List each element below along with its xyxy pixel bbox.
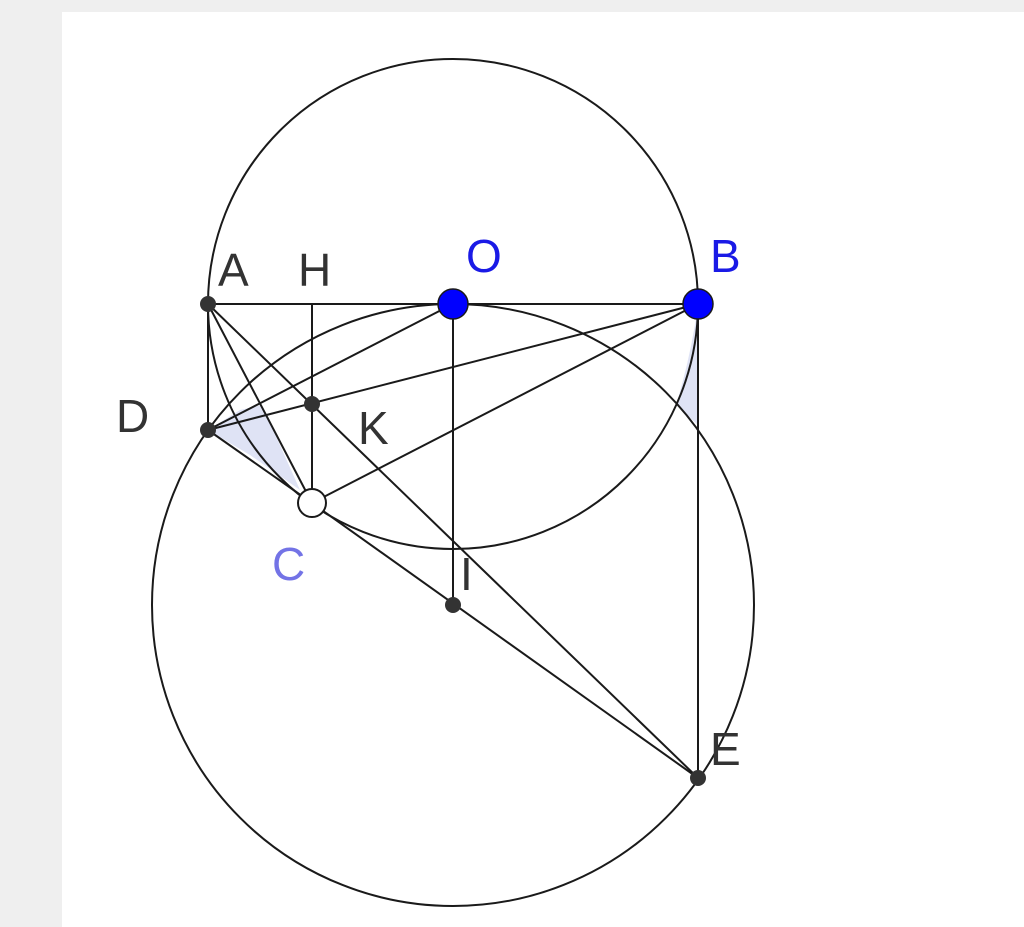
label-a: A: [218, 244, 249, 296]
point-i[interactable]: [445, 597, 461, 613]
label-o: O: [466, 230, 502, 282]
segment-do: [207, 303, 454, 431]
point-e[interactable]: [690, 770, 706, 786]
label-d: D: [116, 390, 149, 442]
label-h: H: [298, 244, 331, 296]
drawing-canvas: [62, 12, 1024, 927]
point-c[interactable]: [297, 488, 327, 518]
point-a[interactable]: [200, 296, 216, 312]
label-i: I: [460, 548, 473, 600]
label-e: E: [710, 723, 741, 775]
point-o[interactable]: [437, 288, 469, 320]
segment-ce: [311, 502, 699, 779]
label-b: B: [710, 230, 741, 282]
label-c: C: [272, 538, 305, 590]
shaded-region-b: [676, 306, 698, 425]
label-k: K: [358, 402, 389, 454]
segment-dc: [207, 429, 313, 504]
point-k[interactable]: [304, 396, 320, 412]
segment-db: [207, 303, 699, 431]
segment-cb: [311, 303, 699, 504]
point-d[interactable]: [200, 422, 216, 438]
point-b[interactable]: [682, 288, 714, 320]
